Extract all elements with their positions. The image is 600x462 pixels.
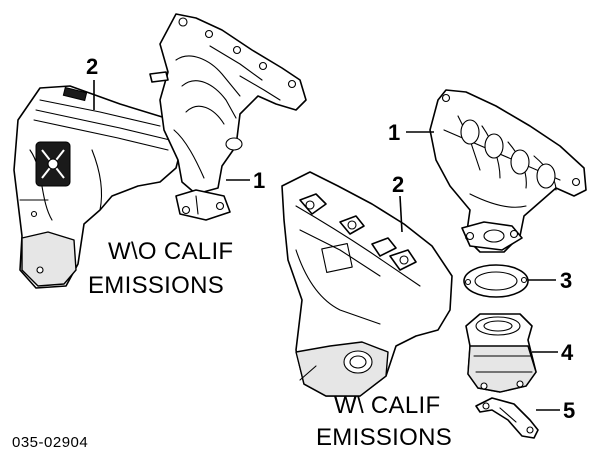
callout-right-manifold: 1: [388, 120, 401, 145]
caption-without-calif-line2: EMISSIONS: [88, 272, 225, 299]
left-exhaust-manifold: [149, 13, 307, 221]
callout-bracket: 5: [563, 398, 576, 423]
gasket: [463, 264, 529, 298]
left-heat-shield: [13, 85, 183, 289]
callout-gasket: 3: [560, 268, 573, 293]
catalytic-converter: [465, 313, 537, 393]
right-heat-shield: [281, 171, 453, 397]
caption-with-calif-line1: W\ CALIF: [334, 392, 441, 419]
leader-lines: [93, 80, 560, 411]
callout-catalytic-converter: 4: [561, 340, 574, 365]
caption-without-calif-line1: W\O CALIF: [108, 238, 234, 265]
bracket: [475, 397, 539, 439]
callout-left-manifold: 1: [253, 168, 266, 193]
document-number: 035-02904: [12, 434, 89, 451]
callout-right-heat-shield: 2: [392, 172, 405, 197]
callout-left-heat-shield: 2: [86, 54, 99, 79]
caption-with-calif-line2: EMISSIONS: [316, 424, 453, 451]
right-exhaust-manifold: [429, 89, 587, 253]
